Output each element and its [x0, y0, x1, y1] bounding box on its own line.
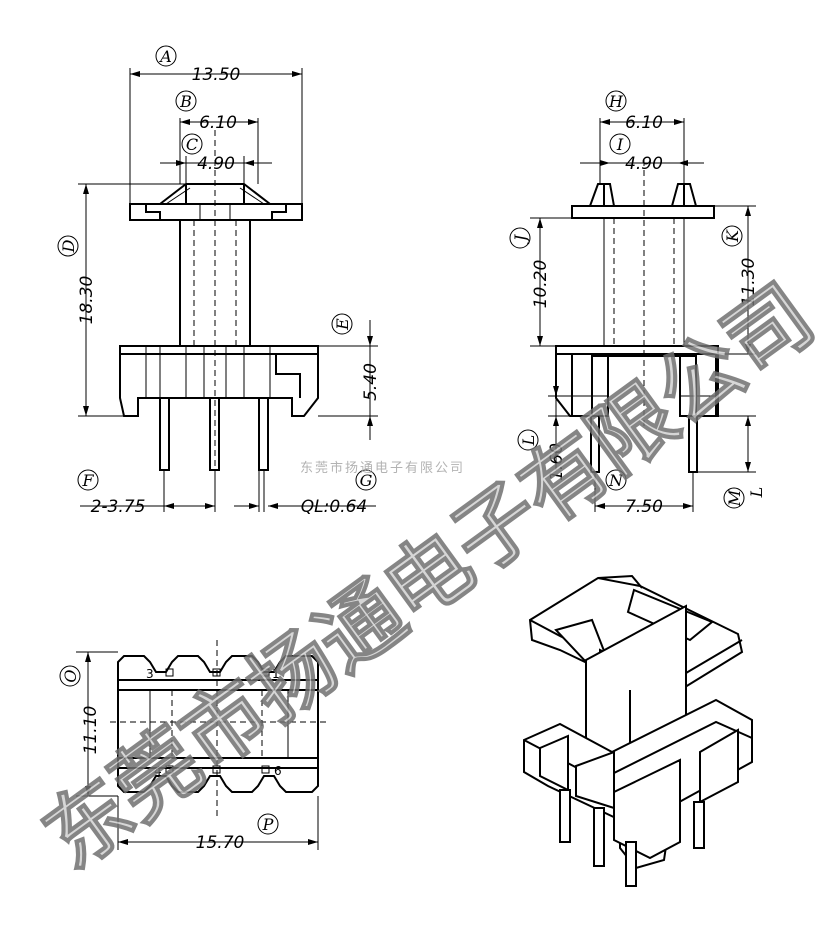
pin-3-label: 3 — [146, 667, 154, 681]
dim-C-value: 4.90 — [197, 154, 235, 174]
dim-N-value: 7.50 — [625, 497, 663, 517]
bottom-view — [76, 640, 330, 850]
pin-4-label: 4 — [154, 764, 162, 778]
front-base — [119, 345, 319, 417]
dim-D-value: 18.30 — [77, 276, 97, 325]
side-base — [555, 345, 719, 417]
label-I: I — [616, 135, 624, 154]
side-top-boss-right — [670, 183, 698, 207]
label-B: B — [179, 92, 192, 111]
front-top-flange-step-right — [271, 204, 287, 220]
label-H: H — [608, 92, 624, 111]
front-top-flange-step-left — [145, 204, 161, 220]
label-P: P — [262, 815, 274, 834]
label-O: O — [61, 669, 80, 682]
label-A: A — [158, 47, 172, 66]
iso-pin-2 — [593, 807, 605, 867]
label-M: M — [725, 489, 744, 507]
dim-B-value: 6.10 — [199, 113, 237, 133]
side-top-boss-left — [588, 183, 616, 207]
label-K: K — [723, 229, 742, 243]
label-J: J — [511, 233, 530, 244]
dim-P-value: 15.70 — [196, 833, 245, 853]
label-F: F — [81, 471, 94, 490]
iso-pin-3 — [625, 841, 637, 887]
front-pin-left — [159, 397, 170, 471]
side-view — [530, 118, 756, 512]
label-C: C — [186, 135, 198, 154]
pin-6-label: 6 — [274, 764, 282, 778]
front-view — [78, 68, 378, 512]
dim-F-value: 2-3.75 — [91, 497, 146, 517]
front-base-notch — [275, 354, 301, 398]
dim-E-value: 5.40 — [361, 363, 381, 401]
watermark-small: 东莞市扬通电子有限公司 — [300, 460, 465, 476]
dim-I-value: 4.90 — [625, 154, 663, 174]
dim-G-value: QL:0.64 — [301, 497, 367, 517]
iso-base-block-right — [699, 728, 739, 804]
label-L-plain: L — [747, 487, 766, 499]
bottom-bottom-row — [117, 757, 319, 793]
side-top-flange — [571, 205, 715, 219]
iso-pin-4 — [693, 801, 705, 849]
pin-1-label: 1 — [272, 667, 280, 681]
dim-J-value: 10.20 — [531, 260, 551, 309]
iso-pin-1 — [559, 789, 571, 843]
dim-H-value: 6.10 — [625, 113, 663, 133]
dim-L-value: 1.60 — [547, 443, 567, 481]
dim-K-value: 11.30 — [739, 258, 759, 307]
iso-base-block-front — [613, 758, 681, 860]
dim-A-value: 13.50 — [192, 65, 241, 85]
label-G: G — [360, 471, 373, 490]
label-D: D — [59, 239, 78, 253]
label-L: L — [519, 435, 538, 447]
dim-O-value: 11.10 — [81, 706, 101, 755]
label-N: N — [608, 471, 624, 490]
front-pin-right — [258, 397, 269, 471]
label-E: E — [333, 318, 352, 331]
isometric-view — [523, 574, 753, 887]
